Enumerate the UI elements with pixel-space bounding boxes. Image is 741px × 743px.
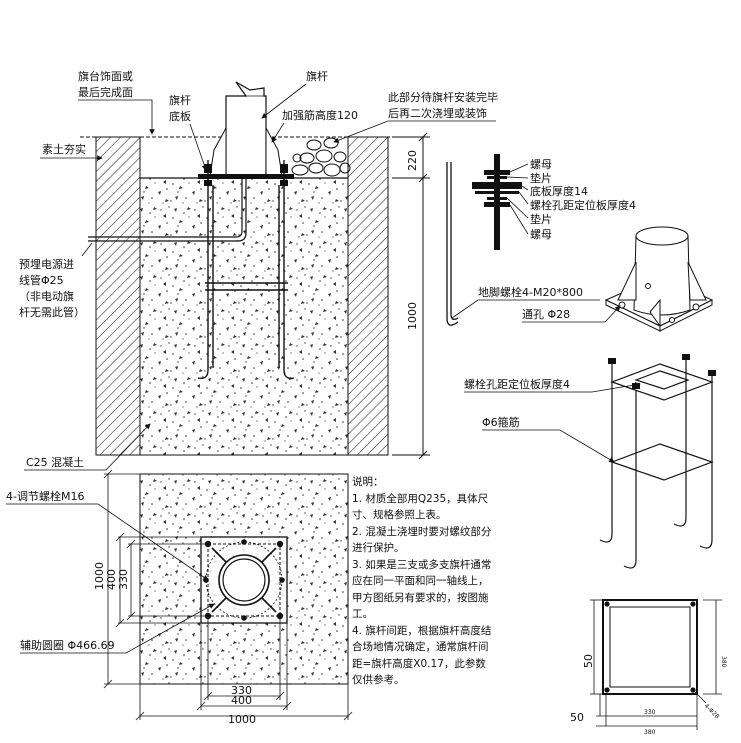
label-nut-top: 螺母 — [530, 158, 552, 171]
label-rib-height: 加强筋高度120 — [282, 108, 358, 122]
note-item-4: 4. 旗杆间距，根据旗杆高度结合场地情况确定，通常旗杆间距=旗杆高度X0.17，… — [352, 624, 492, 687]
label-post-pour-2: 后再二次浇埋或装饰 — [388, 106, 487, 120]
label-cage-plate-thickness: 螺栓孔距定位板厚度4 — [464, 377, 570, 391]
note-item-1: 1. 材质全部用Q235，具体尺寸、规格参照上表。 — [352, 492, 489, 522]
plan-dim-v330: 330 — [117, 569, 130, 590]
soil-wall-left — [95, 136, 141, 456]
plan-view: 1000 400 330 330 400 1000 4-调节螺栓M16 辅助圆圈… — [6, 469, 353, 726]
flagpole — [225, 81, 267, 176]
dim-1000-vertical: 1000 — [406, 302, 419, 330]
label-washer-bottom: 垫片 — [530, 212, 552, 226]
bolt-detail: 螺母 垫片 底板厚度14 螺栓孔距定位板厚度4 垫片 螺母 — [472, 154, 636, 250]
small-dim-inner: 330 — [644, 709, 656, 716]
note-item-3: 3. 如果是三支或多支旗杆通常应在同一平面和同一轴线上，甲方图纸另有要求的，按图… — [352, 558, 492, 621]
label-anchor-bolt: 地脚螺栓4-M20*800 — [478, 285, 583, 299]
note-item-2: 2. 混凝土浇埋时要对螺纹部分进行保护。 — [352, 525, 492, 555]
label-adjust-bolt: 4-调节螺栓M16 — [6, 489, 84, 503]
label-nut-bottom: 螺母 — [530, 228, 552, 241]
label-pole: 旗杆 — [306, 69, 328, 83]
section-view: 220 1000 旗台饰面或 最后完成面 旗杆 旗杆 底板 加强筋高度120 此… — [19, 69, 498, 471]
plan-dim-h330: 330 — [231, 684, 252, 697]
label-through-hole: 通孔 Φ28 — [522, 308, 570, 321]
plan-dim-v400: 400 — [105, 569, 118, 590]
label-base-plate-2: 底板 — [169, 109, 191, 123]
anchor-bolts-section — [197, 160, 295, 380]
anchor-bolt-single — [446, 162, 459, 326]
label-conduit-3: （非电动旗 — [19, 289, 74, 303]
small-dim-hole: 4-Φ28 — [703, 702, 721, 720]
small-dim-outer: 380 — [644, 729, 656, 736]
plate-plan: 50 50 330 380 380 4-Φ28 — [570, 599, 727, 736]
dim-220: 220 — [406, 150, 419, 171]
label-conduit-1: 预埋电源进 — [19, 257, 74, 271]
label-compacted-soil: 素土夯实 — [42, 142, 86, 156]
small-dim-bottom50: 50 — [570, 711, 584, 724]
label-position-plate-thickness: 螺栓孔距定位板厚度4 — [530, 198, 636, 212]
label-deck-finish-1: 旗台饰面或 — [78, 69, 133, 83]
notes-title: 说明： — [352, 476, 384, 488]
soil-wall-right — [347, 136, 389, 456]
label-plate-thickness: 底板厚度14 — [530, 184, 588, 198]
label-washer-top: 垫片 — [530, 171, 552, 185]
label-conduit-2: 线管Φ25 — [19, 273, 64, 287]
bolt-cage-3d — [599, 354, 716, 569]
gravel-fill — [291, 137, 351, 177]
label-deck-finish-2: 最后完成面 — [78, 85, 133, 99]
power-conduit — [88, 178, 247, 242]
label-base-plate-1: 旗杆 — [169, 93, 191, 107]
small-dim-left50: 50 — [582, 654, 595, 668]
pole-base-3d — [604, 226, 714, 332]
label-tie-bar: Φ6箍筋 — [482, 415, 520, 429]
label-conduit-4: 杆无需此管） — [19, 305, 85, 319]
label-c25-concrete: C25 混凝土 — [26, 455, 84, 469]
plan-dim-h400: 400 — [231, 694, 252, 707]
label-post-pour-1: 此部分待旗杆安装完毕 — [388, 90, 498, 104]
concrete-block — [139, 177, 349, 456]
small-dim-right: 380 — [720, 656, 727, 668]
plan-dim-v1000: 1000 — [93, 562, 106, 590]
label-aux-circle: 辅助圆圈 Φ466.69 — [20, 638, 115, 652]
base-plate — [198, 174, 294, 179]
plan-dim-h1000: 1000 — [228, 713, 256, 726]
plan-pole-circle — [218, 554, 270, 606]
notes-block: 说明： 1. 材质全部用Q235，具体尺寸、规格参照上表。 2. 混凝土浇埋时要… — [352, 474, 492, 689]
